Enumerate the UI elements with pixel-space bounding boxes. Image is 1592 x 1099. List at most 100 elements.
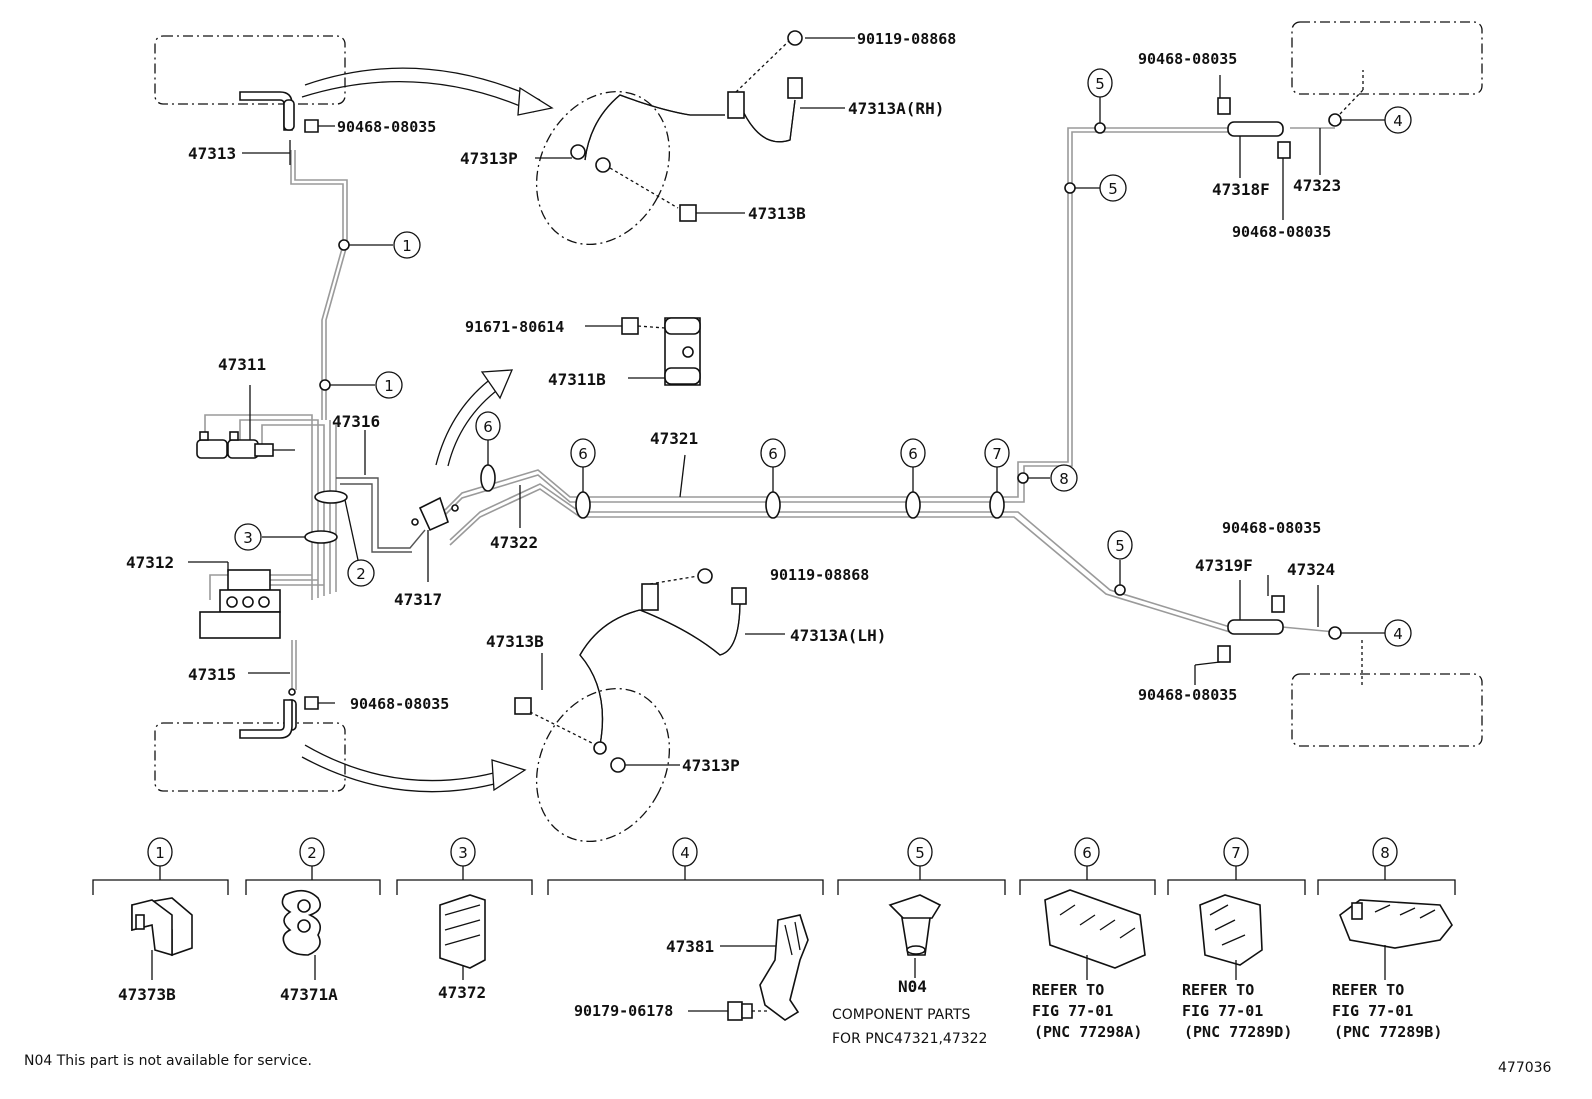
svg-text:6: 6 [768,445,778,463]
clamp-47373B-drawing [131,897,193,980]
master-cylinder-47311 [196,431,295,459]
arrow-to-rear-caliper [301,744,527,793]
callout-4-b: 4 [1384,619,1412,647]
washer-47313P-top-a [570,144,586,160]
bracket-47381-drawing [759,914,809,1021]
leader-lines [188,37,1385,1012]
callout-5-c: 5 [1107,530,1133,560]
label-47313A-rh: 47313A(RH) [848,99,944,118]
legend-c5-note-2: FOR PNC47321,47322 [832,1031,987,1047]
svg-text:7: 7 [992,445,1002,463]
svg-text:3: 3 [243,529,253,547]
clip-90468-bottom-left [304,696,335,710]
svg-text:5: 5 [1095,75,1105,93]
label-47312: 47312 [126,553,174,572]
clamp-1-b [319,379,331,391]
legend-90179: 90179-06178 [574,1002,673,1020]
rear-caliper-outline [535,687,671,843]
label-90119-top: 90119-08868 [857,30,956,48]
label-90468-c: 90468-08035 [1138,50,1237,68]
legend-47372: 47372 [438,983,486,1002]
legend-callout-4: 4 [672,837,698,867]
clamp-ellipse-upper [314,490,348,504]
callout-6-a: 6 [475,411,501,441]
legend-c7-ref-2: FIG 77-01 [1182,1002,1263,1020]
clip-N04-drawing [888,894,942,978]
arrow-to-47311B [435,369,514,467]
legend-c8-ref-3: (PNC 77289B) [1334,1023,1442,1041]
callout-3: 3 [234,523,262,551]
flex-hose-47319F [1217,595,1363,685]
legend: 1 2 3 4 5 6 7 8 [92,837,1456,1047]
hose-47313 [239,91,295,131]
bolt-47313B-bottom [514,697,597,746]
svg-text:8: 8 [1380,844,1390,862]
callout-6-d: 6 [900,438,926,468]
clip-90468-top-left [304,119,335,133]
bolt-90179-drawing [727,1001,770,1021]
clamp-7 [989,491,1005,519]
flex-hose-47318F [1217,70,1364,159]
clamp-6-d [905,491,921,519]
bolt-91671 [585,317,666,335]
label-47316: 47316 [332,412,380,431]
connector-47317 [411,496,459,532]
svg-text:6: 6 [908,445,918,463]
bolt-90119-bottom [697,568,713,584]
svg-text:2: 2 [307,844,317,862]
figure-id: 477036 [1498,1060,1552,1076]
callout-4-a: 4 [1384,106,1412,134]
label-90468-a: 90468-08035 [337,118,436,136]
legend-47381: 47381 [666,937,714,956]
legend-callout-6: 6 [1074,837,1100,867]
label-47321: 47321 [650,429,698,448]
clamp-1-a [338,239,350,251]
legend-N04: N04 [898,977,927,996]
legend-47373B: 47373B [118,985,176,1004]
clamp-5-b [1064,182,1076,194]
legend-c8-ref-2: FIG 77-01 [1332,1002,1413,1020]
top-right-reference-box [1291,21,1483,95]
rear-left-reference-box [154,722,346,792]
label-47313: 47313 [188,144,236,163]
label-90468-d: 90468-08035 [1232,223,1331,241]
front-left-reference-box [154,35,346,105]
washer-47313P-bottom-b [593,741,607,755]
label-47313P-bottom: 47313P [682,756,740,775]
label-47313P-top: 47313P [460,149,518,168]
legend-callout-7: 7 [1223,837,1249,867]
svg-text:3: 3 [458,844,468,862]
label-47311: 47311 [218,355,266,374]
svg-text:1: 1 [402,237,412,255]
svg-text:6: 6 [1082,844,1092,862]
clamp-5-c [1114,584,1126,596]
arrow-to-front-caliper [301,67,554,116]
clamp-47371A-drawing [281,889,321,980]
svg-text:4: 4 [1393,112,1403,130]
legend-callout-8: 8 [1372,837,1398,867]
legend-c7-ref-3: (PNC 77289D) [1184,1023,1292,1041]
label-47313B-bottom: 47313B [486,632,544,651]
front-flex-hose-47313A-rh [584,39,803,161]
control-block-47312 [199,569,281,639]
svg-text:4: 4 [680,844,690,862]
svg-text:5: 5 [1115,537,1125,555]
part-labels: 90119-08868 47313A(RH) 47313P 47313B 904… [126,30,1341,775]
svg-text:4: 4 [1393,625,1403,643]
svg-text:8: 8 [1059,470,1069,488]
clamp-ref-6-drawing [1044,889,1146,980]
legend-c6-ref-3: (PNC 77298A) [1034,1023,1142,1041]
clamp-47372-drawing [439,894,486,980]
legend-c5-note-1: COMPONENT PARTS [832,1007,971,1023]
label-90468-f: 90468-08035 [1138,686,1237,704]
clamp-6-a [480,464,496,492]
callout-5-a: 5 [1087,68,1113,98]
legend-47371A: 47371A [280,985,338,1004]
label-47315: 47315 [188,665,236,684]
washer-47313P-top-b [595,157,611,173]
callout-2: 2 [347,559,375,587]
legend-callout-3: 3 [450,837,476,867]
washer-47313P-bottom [610,757,626,773]
legend-c8-ref-1: REFER TO [1332,981,1404,999]
